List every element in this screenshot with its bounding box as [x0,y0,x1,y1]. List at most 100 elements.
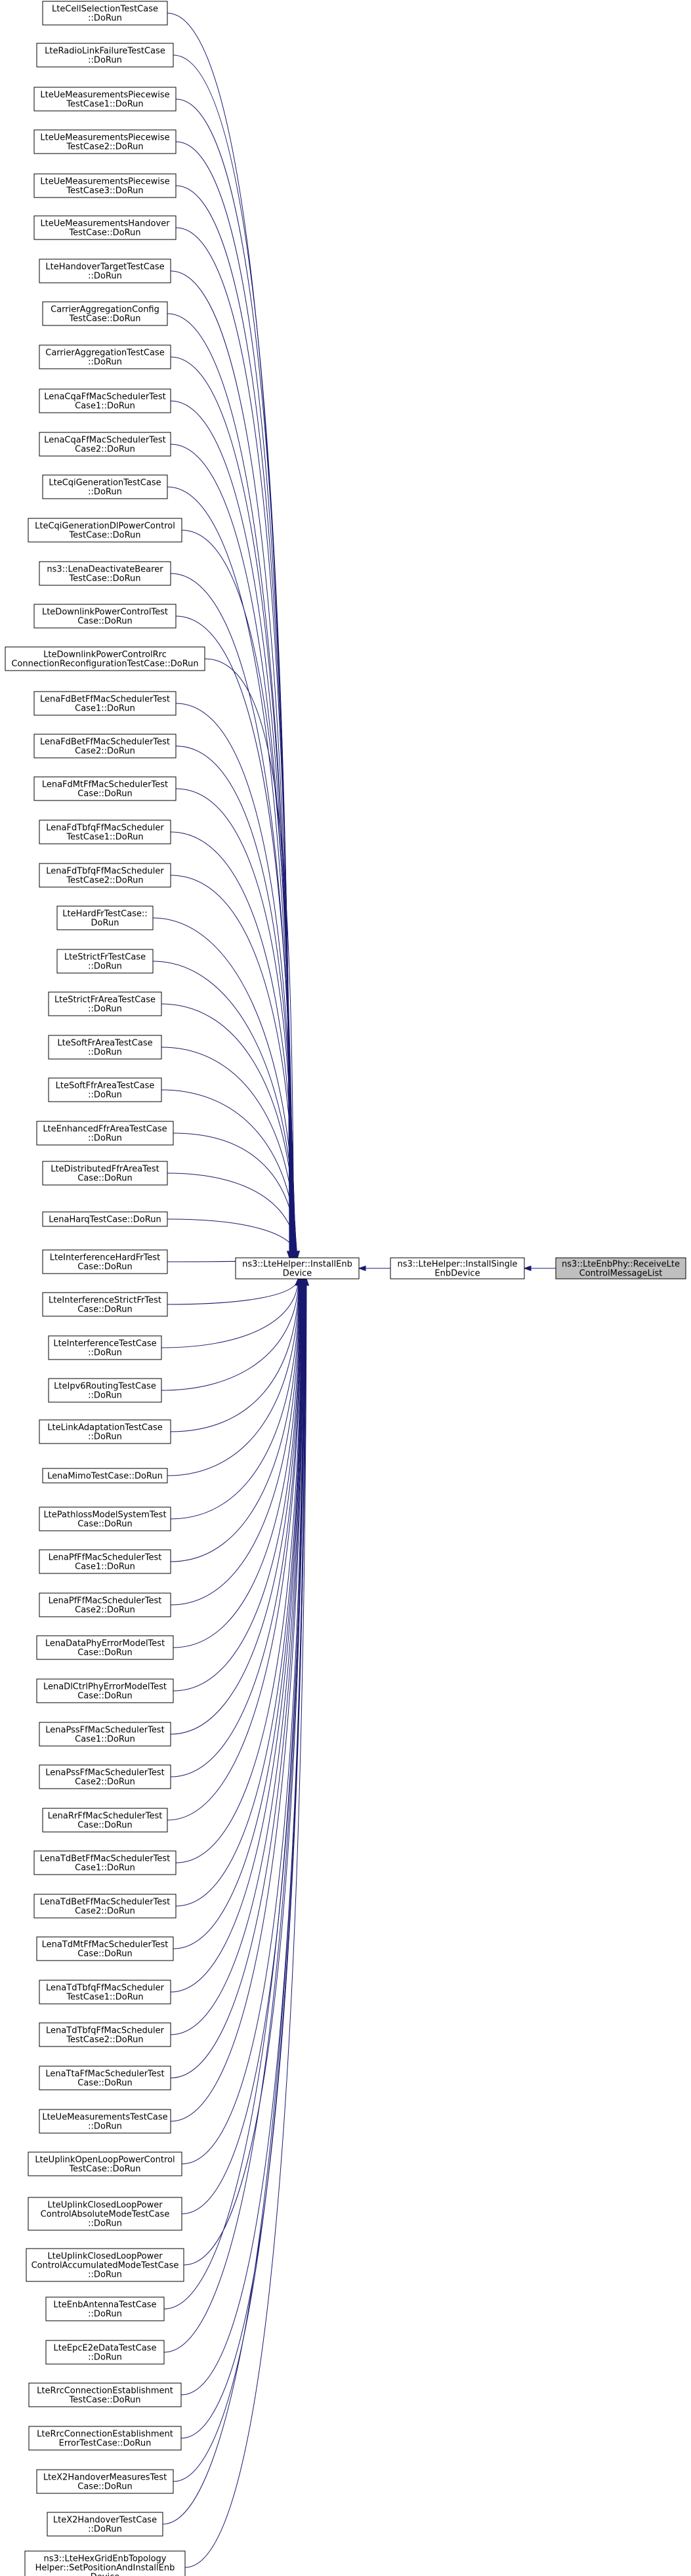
caller-node-c25[interactable]: LteSoftFfrAreaTestCase::DoRun [48,1077,162,1102]
caller-node-c32[interactable]: LteIpv6RoutingTestCase::DoRun [48,1378,162,1403]
caller-node-c24[interactable]: LteSoftFrAreaTestCase::DoRun [48,1035,162,1060]
caller-node-c49[interactable]: LteUeMeasurementsTestCase::DoRun [39,2109,171,2134]
edge-c35-to-hub [170,1278,300,1520]
caller-node-c0-label: LteCellSelectionTestCase [52,5,158,14]
caller-node-c49-label: ::DoRun [88,2122,122,2132]
caller-node-c52[interactable]: LteUplinkClosedLoopPowerControlAccumulat… [26,2248,184,2282]
edge-c7-to-hub [167,313,292,1258]
caller-node-c13-label: ns3::LenaDeactivateBearer [47,565,163,575]
caller-node-c4-box [33,173,177,198]
caller-node-c11[interactable]: LteCqiGenerationTestCase::DoRun [42,474,168,499]
caller-node-c30-label: LteInterferenceStrictFrTest [49,1296,161,1306]
caller-node-c15[interactable]: LteDownlinkPowerControlRrcConnectionReco… [5,646,205,671]
caller-node-c53-box [45,2296,165,2321]
caller-node-c17-box [33,734,177,758]
caller-node-c59[interactable]: ns3::LteHexGridEnbTopologyHelper::SetPos… [24,2550,186,2576]
caller-node-c50[interactable]: LteUplinkOpenLoopPowerControlTestCase::D… [28,2151,182,2176]
edge-c2-to-hub [175,98,291,1258]
caller-node-c50-box [28,2151,182,2176]
caller-node-c3[interactable]: LteUeMeasurementsPiecewiseTestCase2::DoR… [33,129,177,154]
caller-node-c6[interactable]: LteHandoverTargetTestCase::DoRun [39,259,171,283]
edge-c13-to-hub [170,573,294,1258]
caller-node-c26[interactable]: LteEnhancedFfrAreaTestCase::DoRun [36,1121,174,1146]
caller-node-c23[interactable]: LteStrictFrAreaTestCase::DoRun [48,991,162,1016]
caller-node-c52-label: LteUplinkClosedLoopPower [47,2252,163,2262]
edge-c24-to-hub [161,1047,297,1258]
caller-node-c4[interactable]: LteUeMeasurementsPiecewiseTestCase3::DoR… [33,173,177,198]
caller-node-c9-label: Case1::DoRun [75,402,135,411]
caller-node-c8[interactable]: CarrierAggregationTestCase::DoRun [39,344,171,369]
caller-node-c31[interactable]: LteInterferenceTestCase::DoRun [48,1335,162,1360]
edge-c20-to-hub [170,875,296,1258]
edge-c14-to-hub [175,615,294,1258]
edge-c25-to-hub [161,1089,297,1258]
caller-node-c48-label: LenaTtaFfMacSchedulerTest [45,2069,164,2079]
caller-node-c53[interactable]: LteEnbAntennaTestCase::DoRun [45,2296,165,2321]
caller-node-c18-box [33,776,177,801]
caller-node-c0[interactable]: LteCellSelectionTestCase::DoRun [42,1,168,26]
caller-node-c12[interactable]: LteCqiGenerationDlPowerControlTestCase::… [28,518,182,543]
caller-node-c56[interactable]: LteRrcConnectionEstablishmentErrorTestCa… [28,2426,182,2451]
caller-node-c33[interactable]: LteLinkAdaptationTestCase::DoRun [39,1419,171,1444]
arrowhead-mid-to-hub [358,1265,366,1272]
caller-node-c49-label: LteUeMeasurementsTestCase [42,2113,167,2123]
caller-node-c25-label: ::DoRun [88,1091,122,1100]
caller-node-c26-box [36,1121,174,1146]
caller-node-c39-label: LenaDlCtrlPhyErrorModelTest [43,1682,167,1692]
edge-c34-to-hub [167,1278,300,1476]
caller-node-c54[interactable]: LteEpcE2eDataTestCase::DoRun [45,2340,165,2365]
edge-c38-to-hub [173,1278,301,1648]
caller-node-c58[interactable]: LteX2HandoverTestCase::DoRun [47,2512,163,2537]
root-node-receive-lte-control-message-list[interactable]: ns3::LteEnbPhy::ReceiveLteControlMessage… [555,1257,686,1279]
caller-node-c52-box [26,2248,184,2282]
caller-node-c34[interactable]: LenaMimoTestCase::DoRun [42,1468,168,1484]
caller-node-c1[interactable]: LteRadioLinkFailureTestCase::DoRun [36,43,174,68]
caller-node-c51[interactable]: LteUplinkClosedLoopPowerControlAbsoluteM… [28,2197,182,2231]
caller-node-c21[interactable]: LteHardFrTestCase::DoRun [56,905,154,930]
caller-node-c2[interactable]: LteUeMeasurementsPiecewiseTestCase1::DoR… [33,87,177,112]
edge-c48-to-hub [170,1278,304,2079]
caller-node-c22[interactable]: LteStrictFrTestCase::DoRun [56,949,154,974]
caller-node-c2-label: TestCase1::DoRun [66,100,143,110]
caller-node-c38-label: Case::DoRun [77,1648,132,1658]
caller-node-c29-box [42,1249,168,1274]
caller-node-c51-box [28,2197,182,2231]
caller-node-c15-label: ConnectionReconfigurationTestCase::DoRun [11,659,198,669]
caller-node-c55[interactable]: LteRrcConnectionEstablishmentTestCase::D… [28,2382,182,2407]
caller-node-c27-box [42,1161,168,1186]
caller-node-c28[interactable]: LenaHarqTestCase::DoRun [42,1211,168,1227]
caller-node-c22-label: LteStrictFrTestCase [64,953,146,963]
caller-node-c44-box [33,1894,177,1919]
